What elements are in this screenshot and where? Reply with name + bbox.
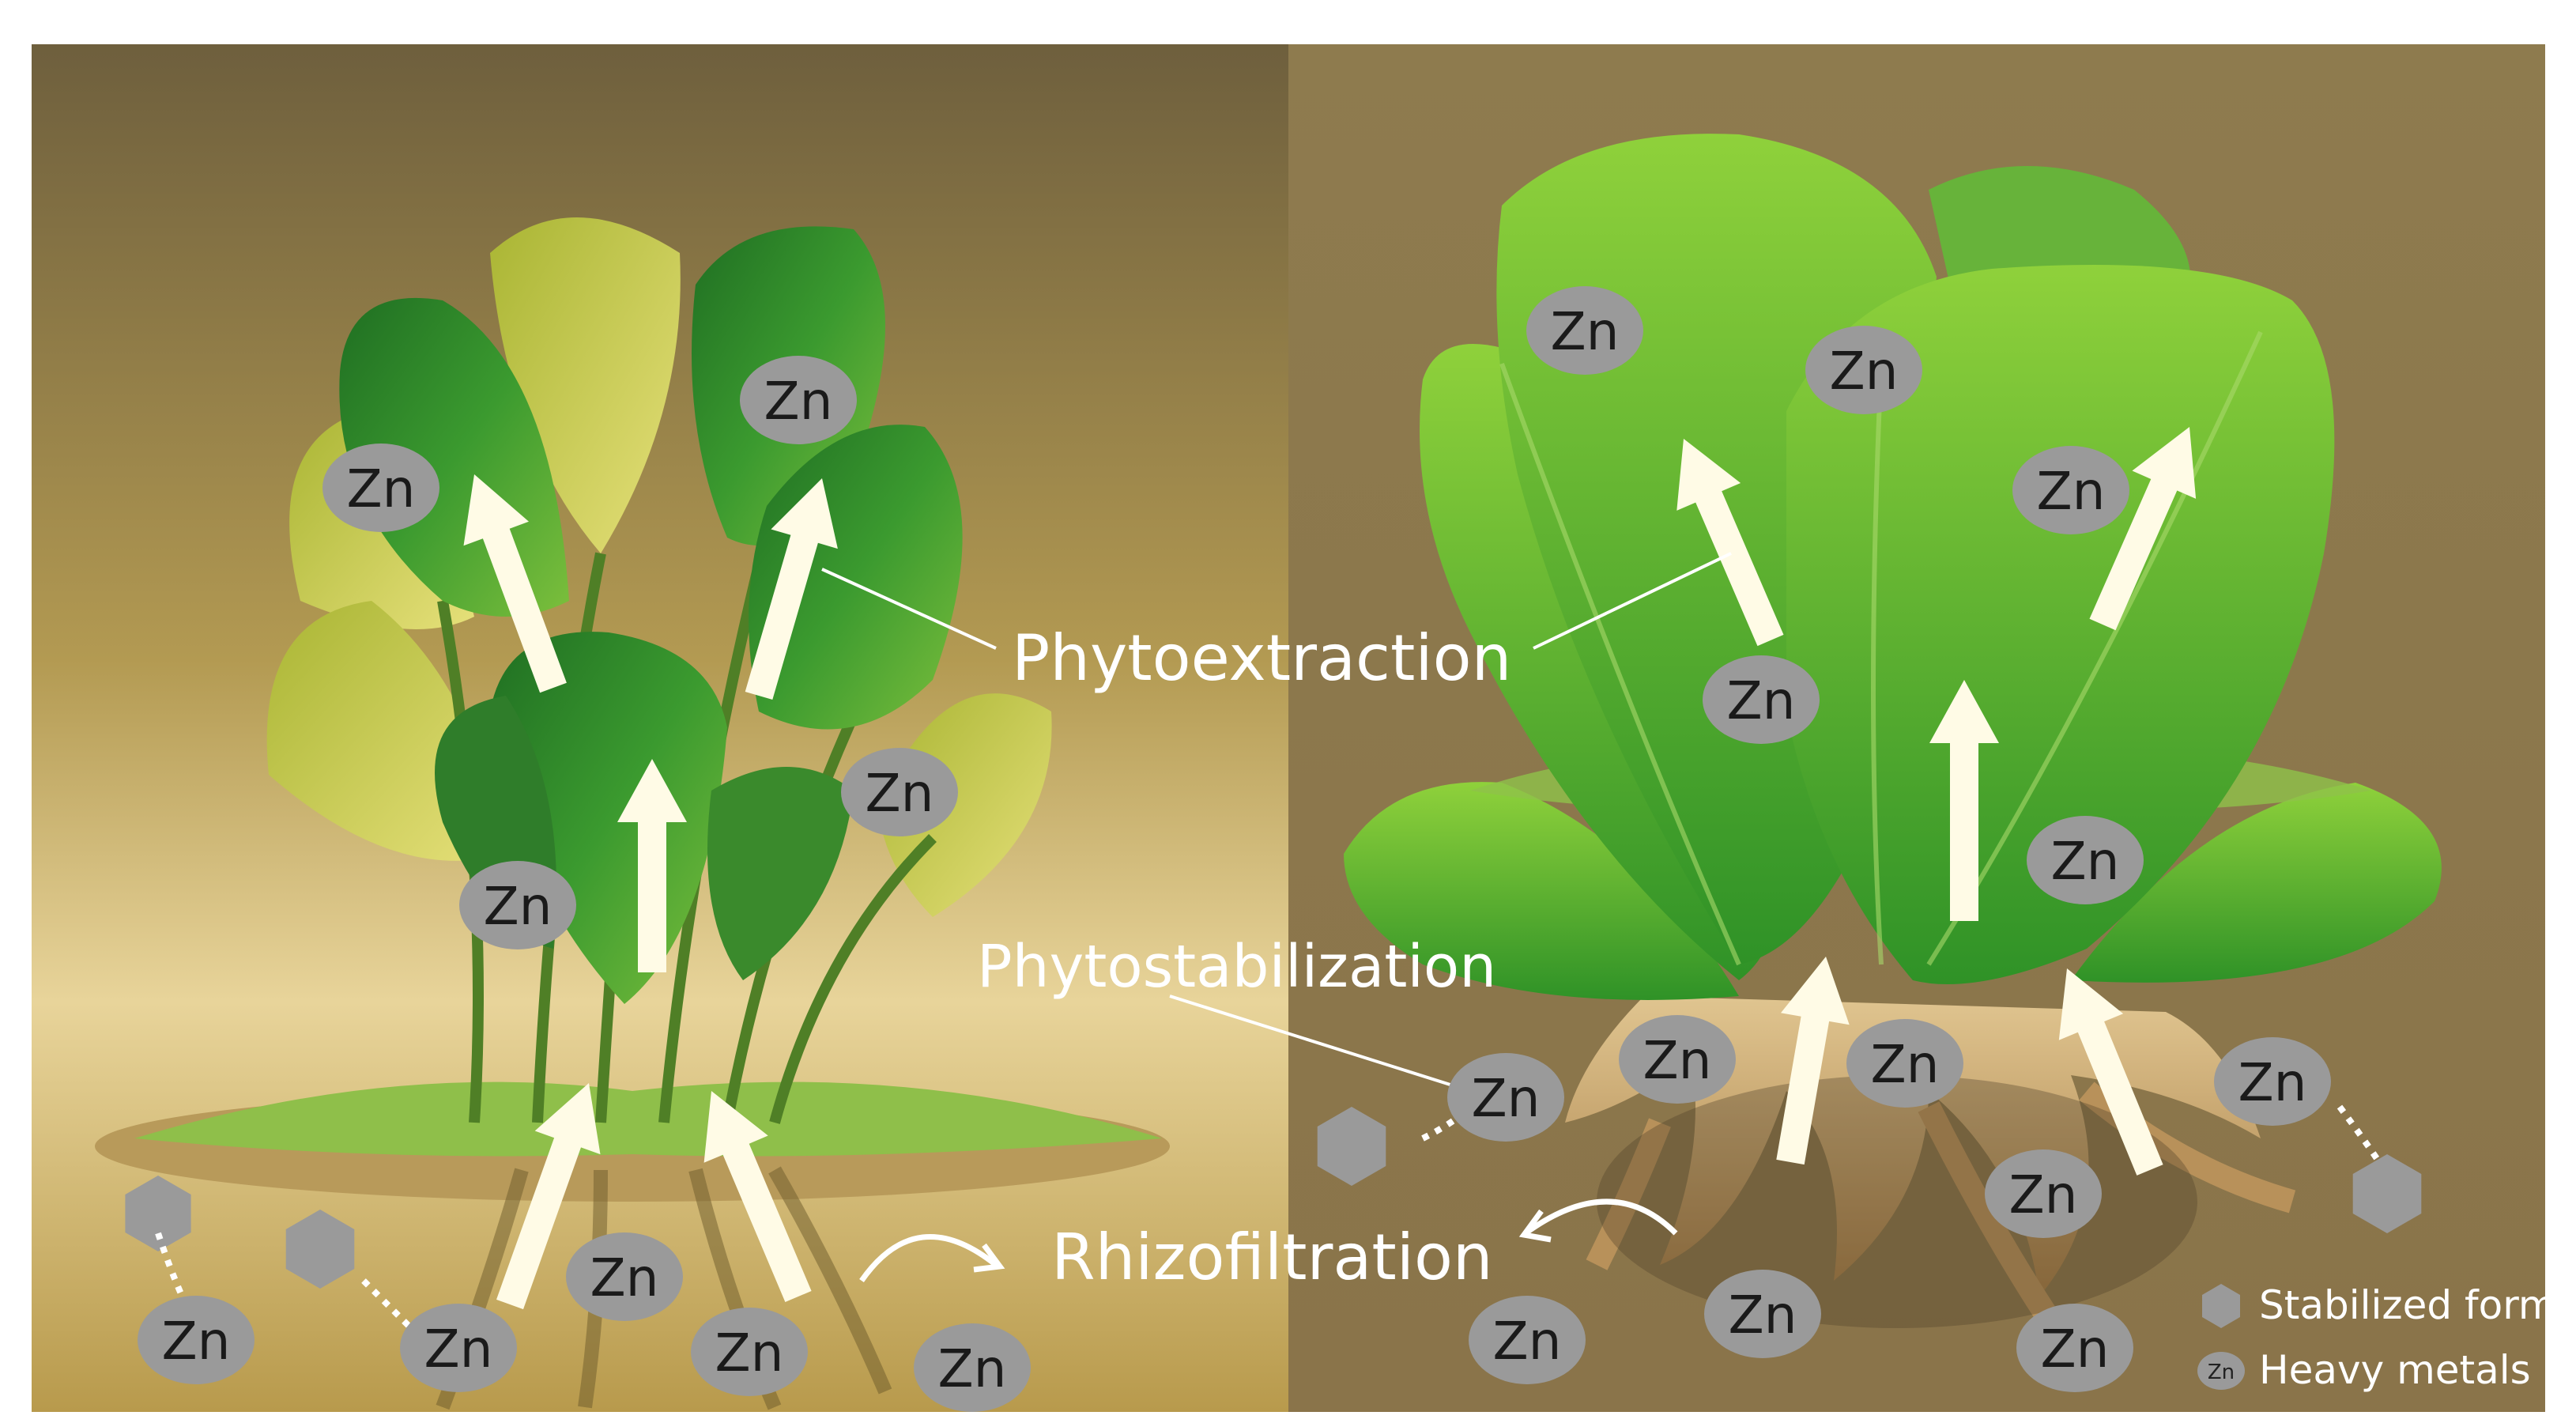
- zn-ellipse: [1805, 326, 1922, 414]
- uptake-arrow: [1776, 957, 1850, 1165]
- zn-ellipse: [1846, 1019, 1963, 1108]
- zn-symbol: Zn: [1870, 1034, 1939, 1095]
- zn-ellipse: [322, 444, 439, 532]
- zn-symbol: Zn: [1643, 1030, 1711, 1091]
- zn-symbol: Zn: [590, 1247, 658, 1308]
- zn-marker: Zn: [1846, 1019, 1963, 1108]
- zn-ellipse: [2016, 1304, 2133, 1392]
- zn-symbol: Zn: [1550, 301, 1619, 362]
- zn-ellipse: [691, 1308, 808, 1396]
- right-roots: [1565, 996, 2261, 1297]
- legend-zn-icon: [2197, 1352, 2245, 1390]
- uptake-arrow: [745, 478, 838, 700]
- zn-ellipse: [459, 861, 576, 949]
- zn-symbol: Zn: [1726, 670, 1795, 731]
- zn-symbol: Zn: [346, 459, 415, 519]
- zn-marker: Zn: [138, 1296, 255, 1384]
- zn-marker: Zn: [1619, 1015, 1736, 1104]
- zn-marker: Zn: [1703, 655, 1820, 744]
- legend-heavy-metals-label: Heavy metals: [2259, 1347, 2531, 1393]
- zn-symbol: Zn: [2238, 1052, 2306, 1113]
- uptake-arrow: [1676, 439, 1784, 647]
- zn-ellipse: [740, 356, 857, 444]
- left-leaf: [490, 632, 727, 1004]
- zn-symbol: Zn: [764, 371, 832, 432]
- zn-ellipse: [2214, 1037, 2331, 1126]
- zn-symbol: Zn: [483, 876, 552, 937]
- legend-zn-icon-symbol: Zn: [2208, 1361, 2235, 1384]
- leader-lines: [821, 552, 1732, 1093]
- zn-symbol: Zn: [2008, 1164, 2077, 1225]
- zn-marker: Zn: [1526, 286, 1643, 375]
- label-rhizofiltration: Rhizofiltration: [1051, 1221, 1493, 1294]
- zn-symbol: Zn: [1728, 1285, 1797, 1346]
- uptake-arrow: [2058, 968, 2163, 1176]
- zn-marker: Zn: [2016, 1304, 2133, 1392]
- rhizofiltration-arrows: [859, 1198, 1678, 1283]
- zn-ellipse: [2027, 816, 2144, 904]
- zn-marker: Zn: [459, 861, 576, 949]
- zn-marker: Zn: [2214, 1037, 2331, 1126]
- zn-symbol: Zn: [715, 1323, 783, 1383]
- zn-ellipse: [566, 1232, 683, 1321]
- right-leaf: [1786, 265, 2335, 984]
- zn-symbol: Zn: [2050, 831, 2119, 892]
- uptake-arrows: [463, 427, 2197, 1310]
- uptake-arrow: [617, 759, 687, 972]
- zn-marker: Zn: [322, 444, 439, 532]
- zn-marker: Zn: [2012, 446, 2129, 534]
- zn-ellipse: [1469, 1296, 1586, 1384]
- legend-hexagon-icon: [2202, 1284, 2240, 1328]
- zn-marker: Zn: [566, 1232, 683, 1321]
- zn-ellipse: [841, 748, 958, 836]
- zn-symbol: Zn: [937, 1338, 1006, 1399]
- zn-marker: Zn: [1805, 326, 1922, 414]
- zn-symbol: Zn: [865, 763, 933, 824]
- zn-symbol: Zn: [1492, 1311, 1561, 1372]
- zn-ellipse: [2012, 446, 2129, 534]
- uptake-arrow: [1929, 680, 1999, 921]
- zn-marker: Zn: [400, 1304, 517, 1392]
- zn-marker: Zn: [1704, 1270, 1821, 1358]
- zn-symbol: Zn: [424, 1319, 492, 1380]
- uptake-arrow: [463, 474, 567, 693]
- stabilized-hexagon: [2352, 1154, 2422, 1233]
- zn-marker: Zn: [2027, 816, 2144, 904]
- legend: Stabilized form Zn Heavy metals: [2197, 1282, 2557, 1393]
- zn-ellipse: [138, 1296, 255, 1384]
- uptake-arrow: [2089, 427, 2197, 631]
- uptake-arrow: [496, 1083, 601, 1310]
- zn-marker: Zn: [914, 1323, 1031, 1412]
- zn-ellipse: [1447, 1053, 1564, 1142]
- zn-marker: Zn: [691, 1308, 808, 1396]
- zn-ellipse: [1703, 655, 1820, 744]
- zn-symbol: Zn: [2036, 461, 2105, 522]
- zn-marker: Zn: [841, 748, 958, 836]
- stabilized-form-markers: [125, 1107, 2422, 1289]
- left-leaf: [707, 767, 854, 980]
- stabilized-hexagon: [285, 1210, 355, 1289]
- zn-marker: Zn: [1447, 1053, 1564, 1142]
- stabilized-hexagon: [125, 1176, 191, 1251]
- zn-ellipse: [1526, 286, 1643, 375]
- label-phytoextraction: Phytoextraction: [1012, 621, 1511, 695]
- zn-ellipse: [1985, 1149, 2102, 1238]
- zn-marker: Zn: [740, 356, 857, 444]
- zn-symbol: Zn: [1471, 1068, 1540, 1129]
- zn-ellipse: [400, 1304, 517, 1392]
- zn-ellipse: [1619, 1015, 1736, 1104]
- zn-symbol: Zn: [2040, 1319, 2109, 1380]
- zn-symbol: Zn: [1829, 341, 1898, 402]
- uptake-arrow: [703, 1091, 812, 1302]
- zn-ellipse: [1704, 1270, 1821, 1358]
- zn-marker: Zn: [1469, 1296, 1586, 1384]
- zn-symbol: Zn: [161, 1311, 230, 1372]
- stabilized-hexagon: [1317, 1107, 1386, 1186]
- legend-stabilized-label: Stabilized form: [2259, 1282, 2557, 1328]
- zn-marker: Zn: [1985, 1149, 2102, 1238]
- label-phytostabilization: Phytostabilization: [977, 933, 1496, 1001]
- zn-ellipse: [914, 1323, 1031, 1412]
